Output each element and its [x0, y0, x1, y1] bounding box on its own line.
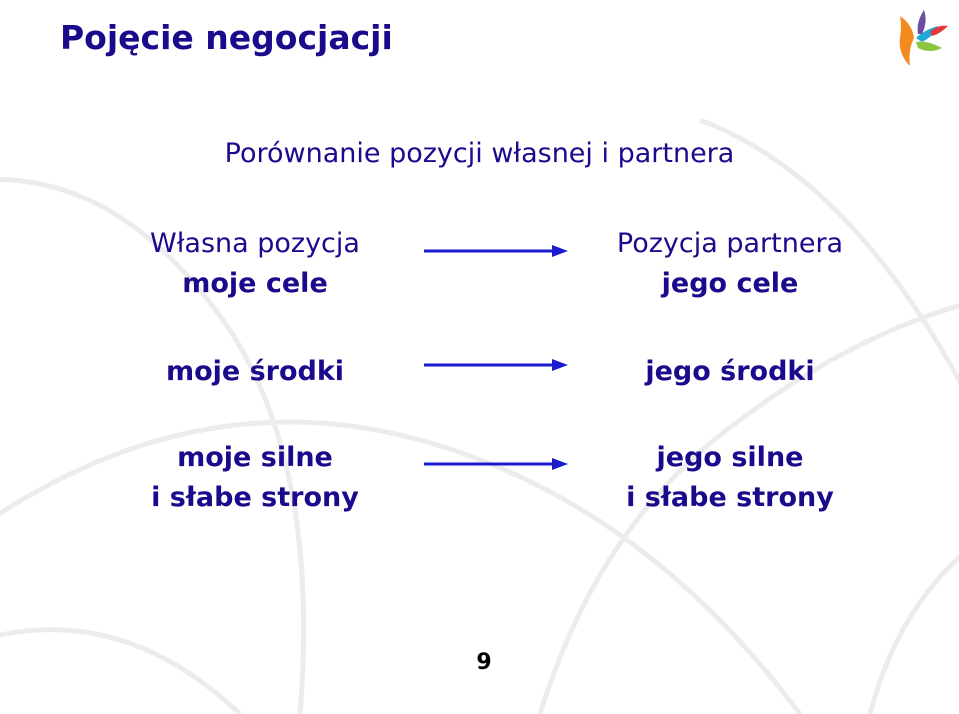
right-arrow-icon — [424, 458, 568, 470]
right-arrow-icon — [424, 359, 568, 371]
right-means-block: jego środki — [580, 352, 880, 392]
page-number: 9 — [476, 650, 492, 675]
right-goals: jego cele — [661, 268, 799, 299]
right-strengths-line1: jego silne — [656, 442, 804, 473]
left-strengths-line1: moje silne — [177, 442, 333, 473]
right-arrow-icon — [424, 245, 568, 257]
right-strengths-block: jego silne i słabe strony — [580, 438, 880, 518]
left-strengths-line2: i słabe strony — [151, 482, 359, 513]
left-heading: Własna pozycja — [150, 228, 360, 259]
right-means: jego środki — [645, 356, 815, 387]
page-title: Pojęcie negocjacji — [60, 18, 393, 57]
left-goals: moje cele — [182, 268, 328, 299]
right-heading: Pozycja partnera — [616, 228, 844, 259]
multicolor-leaf-logo-icon — [899, 10, 948, 66]
subtitle: Porównanie pozycji własnej i partnera — [0, 138, 959, 169]
right-strengths-line2: i słabe strony — [626, 482, 834, 513]
subtitle-text: Porównanie pozycji własnej i partnera — [224, 138, 735, 169]
left-heading-block: Własna pozycja moje cele — [95, 224, 415, 304]
left-strengths-block: moje silne i słabe strony — [95, 438, 415, 518]
left-means: moje środki — [165, 356, 345, 387]
right-heading-block: Pozycja partnera jego cele — [580, 224, 880, 304]
left-means-block: moje środki — [95, 352, 415, 392]
